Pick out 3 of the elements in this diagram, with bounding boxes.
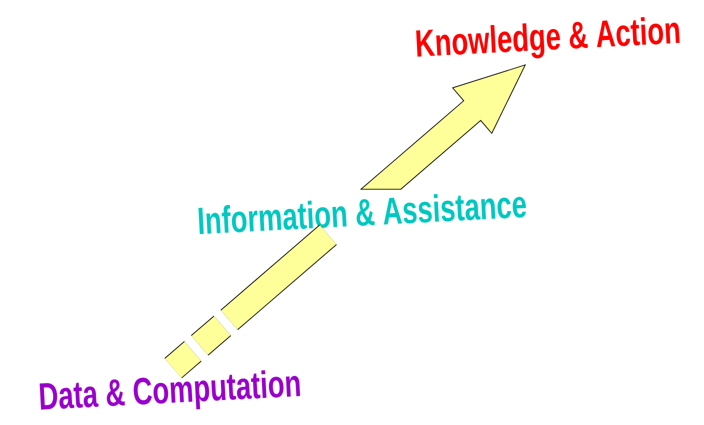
heading-text: Information & Assistance	[198, 194, 526, 234]
heading-text: Data & Computation	[40, 370, 300, 410]
heading-text: Knowledge & Action	[416, 17, 680, 58]
